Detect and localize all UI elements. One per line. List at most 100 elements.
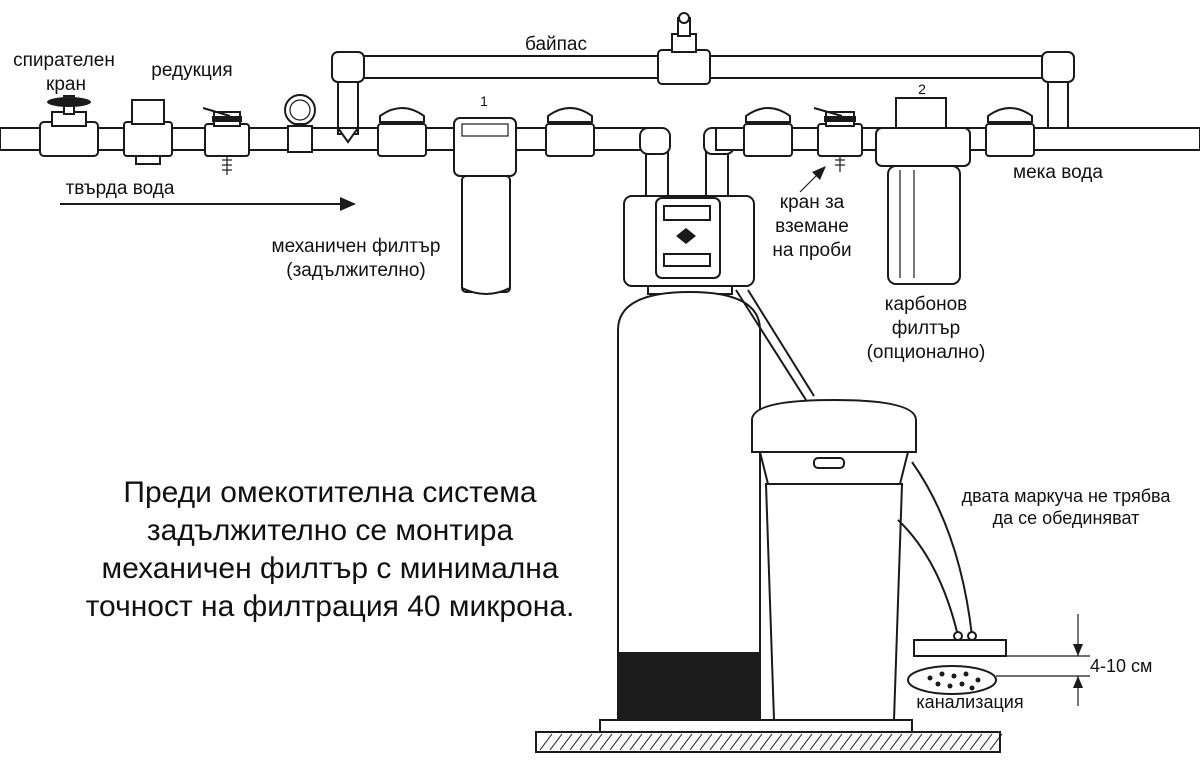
mechanical-filter-label: механичен филтър (задължително) bbox=[272, 236, 441, 281]
hatch-line bbox=[879, 733, 893, 751]
hatch-line bbox=[619, 733, 633, 751]
pressure-gauge bbox=[284, 94, 316, 153]
carbon-filter-label: карбонов филтър (опционално) bbox=[867, 294, 986, 363]
hatch-line bbox=[919, 733, 933, 751]
hatch-line bbox=[599, 733, 613, 751]
sewer-grate bbox=[907, 665, 997, 695]
hatch-line bbox=[979, 733, 993, 751]
hatch-line bbox=[819, 733, 833, 751]
svg-text:механичен филтър с минимална: механичен филтър с минимална bbox=[101, 552, 558, 585]
svg-text:вземане: вземане bbox=[775, 216, 849, 237]
hatch-line bbox=[639, 733, 653, 751]
hatch-line bbox=[969, 733, 983, 751]
svg-text:филтър: филтър bbox=[892, 318, 960, 339]
brine-tank bbox=[751, 398, 917, 721]
ball-valve-4 bbox=[985, 107, 1035, 157]
hatch-line bbox=[569, 733, 583, 751]
svg-text:на проби: на проби bbox=[772, 240, 851, 261]
reducer-label: редукция bbox=[151, 60, 232, 81]
hatch-line bbox=[799, 733, 813, 751]
svg-text:задължително се монтира: задължително се монтира bbox=[147, 514, 514, 547]
hatch-line bbox=[699, 733, 713, 751]
svg-text:(опционално): (опционално) bbox=[867, 342, 986, 363]
filter-number-1: 1 bbox=[480, 93, 488, 109]
hatch-line bbox=[689, 733, 703, 751]
hatch-line bbox=[989, 733, 1003, 751]
hatch-line bbox=[809, 733, 823, 751]
hoses-note: двата маркуча не трябва да се обединяват bbox=[962, 486, 1172, 528]
shutoff-valve-label: спирателен кран bbox=[13, 50, 115, 95]
gap-label: 4-10 см bbox=[1090, 656, 1152, 676]
svg-text:Преди омекотителна система: Преди омекотителна система bbox=[123, 476, 537, 509]
hard-water-label: твърда вода bbox=[66, 178, 175, 199]
hose-holder bbox=[913, 631, 1007, 657]
hatch-line bbox=[789, 733, 803, 751]
hatch-line bbox=[759, 733, 773, 751]
flow-arrow bbox=[60, 197, 356, 211]
svg-text:спирателен: спирателен bbox=[13, 50, 115, 71]
hatch-line bbox=[889, 733, 903, 751]
soft-water-label: мека вода bbox=[1013, 162, 1103, 183]
hatch-line bbox=[729, 733, 743, 751]
hatch-line bbox=[609, 733, 623, 751]
hatch-line bbox=[839, 733, 853, 751]
hatch-line bbox=[959, 733, 973, 751]
hatch-line bbox=[579, 733, 593, 751]
hatch-line bbox=[829, 733, 843, 751]
hatch-line bbox=[769, 733, 783, 751]
sample-tap-pointer bbox=[799, 166, 826, 193]
pressure-reducer bbox=[123, 99, 173, 165]
bypass-valve bbox=[657, 12, 711, 85]
brine-line bbox=[735, 289, 815, 401]
hatch-line bbox=[659, 733, 673, 751]
hatch-line bbox=[939, 733, 953, 751]
drain-hoses bbox=[897, 461, 973, 637]
filter-number-2: 2 bbox=[918, 81, 926, 97]
carbon-filter bbox=[875, 97, 971, 285]
hatch-line bbox=[629, 733, 643, 751]
hatch-line bbox=[909, 733, 923, 751]
hatch-line bbox=[539, 733, 553, 751]
svg-text:механичен филтър: механичен филтър bbox=[272, 236, 441, 257]
hatch-line bbox=[679, 733, 693, 751]
hatch-line bbox=[719, 733, 733, 751]
hatch-line bbox=[669, 733, 683, 751]
svg-text:карбонов: карбонов bbox=[885, 294, 967, 315]
hatch-line bbox=[749, 733, 763, 751]
hatch-line bbox=[899, 733, 913, 751]
svg-text:кран: кран bbox=[46, 74, 86, 95]
control-valve-head bbox=[623, 195, 755, 295]
svg-text:двата маркуча не трябва: двата маркуча не трябва bbox=[962, 486, 1172, 506]
hatch-line bbox=[869, 733, 883, 751]
gap-dimension bbox=[996, 614, 1090, 706]
sewer-label: канализация bbox=[916, 692, 1023, 712]
hatch-line bbox=[559, 733, 573, 751]
sample-tap bbox=[813, 107, 863, 172]
hatch-line bbox=[549, 733, 563, 751]
hatch-line bbox=[779, 733, 793, 751]
sample-tap-label: кран за вземане на проби bbox=[772, 192, 851, 261]
base-platform bbox=[535, 719, 1003, 753]
hatch-line bbox=[739, 733, 753, 751]
shutoff-valve bbox=[39, 95, 99, 157]
main-note: Преди омекотителна система задължително … bbox=[86, 476, 575, 623]
hatch-line bbox=[649, 733, 663, 751]
hatch-line bbox=[929, 733, 943, 751]
ball-valve-2 bbox=[545, 107, 595, 157]
hatch-line bbox=[589, 733, 603, 751]
svg-text:да се обединяват: да се обединяват bbox=[993, 508, 1140, 528]
resin-tank bbox=[617, 290, 761, 721]
svg-text:(задължително): (задължително) bbox=[286, 260, 425, 281]
hatch-line bbox=[859, 733, 873, 751]
hatch-line bbox=[849, 733, 863, 751]
hatch-line bbox=[949, 733, 963, 751]
svg-text:кран за: кран за bbox=[780, 192, 845, 213]
svg-text:точност на филтрация 40 микрон: точност на филтрация 40 микрона. bbox=[86, 590, 575, 623]
reducer-valve bbox=[202, 107, 250, 175]
bypass-label: байпас bbox=[525, 34, 587, 55]
hatch-line bbox=[709, 733, 723, 751]
ball-valve-1 bbox=[377, 107, 427, 157]
mechanical-filter bbox=[453, 117, 517, 295]
